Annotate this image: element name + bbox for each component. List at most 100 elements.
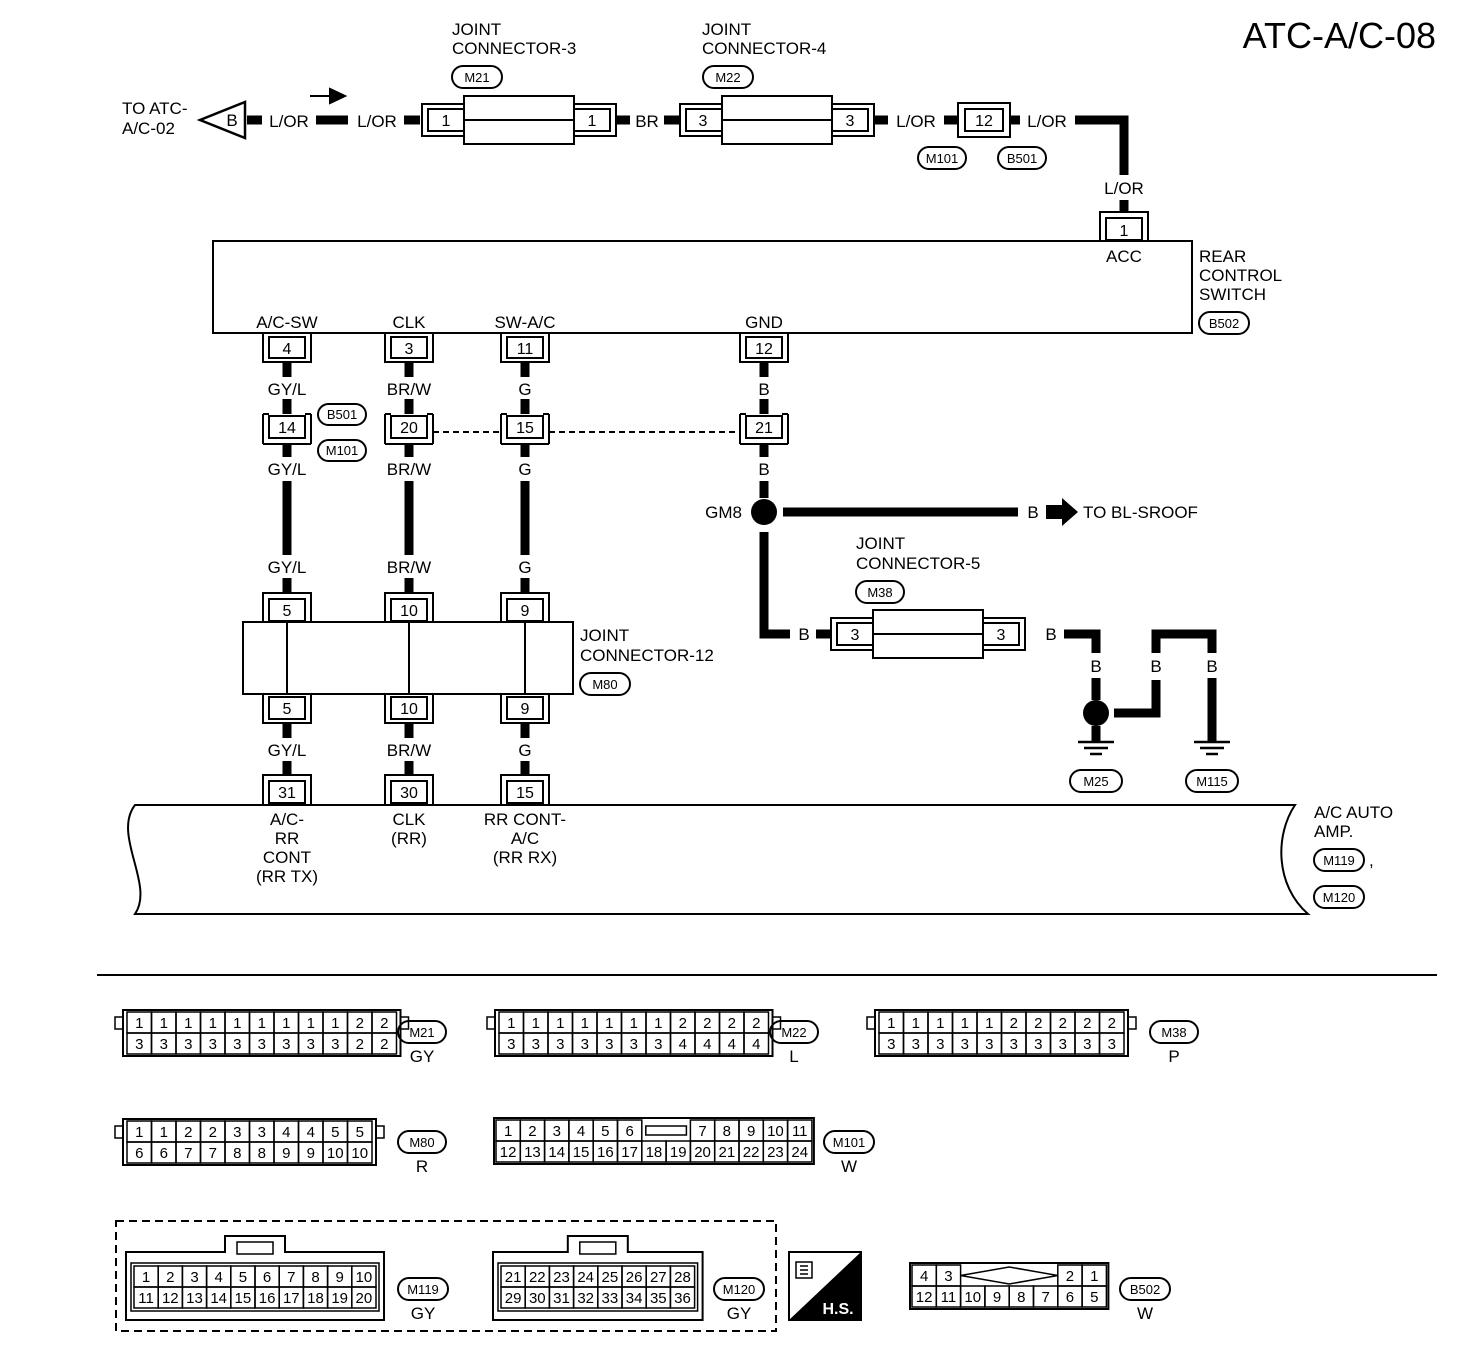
wire-color-lor: L/OR bbox=[896, 112, 936, 131]
wire-color-b: B bbox=[1206, 657, 1217, 676]
m120-pin-number: 22 bbox=[529, 1269, 546, 1286]
m22-pin-number: 2 bbox=[703, 1015, 711, 1032]
b502-pin-number: 12 bbox=[916, 1289, 933, 1306]
switch-pin: 3 bbox=[405, 341, 414, 358]
m22-face-tab bbox=[486, 1016, 496, 1030]
m80-pin-number: 7 bbox=[184, 1145, 192, 1162]
m38-face-color: P bbox=[1168, 1047, 1179, 1066]
jc12-to-amp-wires bbox=[282, 723, 530, 775]
m120-pin-number: 21 bbox=[505, 1269, 522, 1286]
m21-pin-number: 3 bbox=[233, 1036, 241, 1053]
jc4-tag-oval bbox=[702, 65, 754, 89]
jc12-name-line1: JOINT bbox=[580, 626, 629, 645]
m22-tag-oval bbox=[769, 1020, 819, 1044]
switch-to-harness-wires bbox=[282, 362, 769, 414]
to-atc-letter: B bbox=[226, 111, 237, 130]
m22-face-color: L bbox=[789, 1047, 798, 1066]
m101-tag-oval bbox=[823, 1130, 875, 1154]
ground-symbols bbox=[1078, 740, 1230, 756]
m21-face-outline bbox=[122, 1009, 402, 1057]
m101-cell bbox=[786, 1140, 813, 1163]
jc12-top-terminals bbox=[262, 592, 550, 622]
amp-pin: 30 bbox=[400, 785, 418, 802]
amp-term1-line1: A/C- bbox=[270, 810, 304, 829]
wire-color-brw: BR/W bbox=[387, 558, 431, 577]
m119-face-color: GY bbox=[411, 1304, 436, 1323]
m119-pin-number: 14 bbox=[210, 1290, 227, 1307]
harness-connectors bbox=[262, 413, 789, 445]
m120-face-housing bbox=[492, 1235, 704, 1321]
m38-tag-oval bbox=[1149, 1020, 1199, 1044]
wire-color-b: B bbox=[1045, 625, 1056, 644]
amp-name-line2: AMP. bbox=[1314, 822, 1353, 841]
wire-color-lor: L/OR bbox=[269, 112, 309, 131]
m21-pin-number: 3 bbox=[282, 1036, 290, 1053]
m101-pin-number: 12 bbox=[500, 1144, 517, 1161]
m38-pin-number: 3 bbox=[1108, 1036, 1116, 1053]
m22-pin-number: 3 bbox=[532, 1036, 540, 1053]
m120-pin-number: 32 bbox=[577, 1290, 594, 1307]
amp-term1-line4: (RR TX) bbox=[256, 867, 318, 886]
wire-color-br: BR bbox=[635, 112, 659, 131]
m21-pin-number: 3 bbox=[307, 1036, 315, 1053]
amp-term1-line2: RR bbox=[275, 829, 300, 848]
harness-tag-m-oval bbox=[317, 439, 367, 462]
m80-pin-number: 1 bbox=[135, 1124, 143, 1141]
m38-pin-number: 3 bbox=[1083, 1036, 1091, 1053]
m38-face-outline bbox=[874, 1009, 1129, 1057]
amp-term2-line1: CLK bbox=[392, 810, 426, 829]
m120-pin-number: 23 bbox=[553, 1269, 570, 1286]
m80-face-outline bbox=[122, 1118, 377, 1166]
jc4-name-line2: CONNECTOR-4 bbox=[702, 39, 826, 58]
b502-pin-number: 8 bbox=[1017, 1289, 1025, 1306]
jc4-pin-right: 3 bbox=[846, 113, 855, 130]
m80-face-tab bbox=[375, 1125, 385, 1139]
m120-pin-number: 31 bbox=[553, 1290, 570, 1307]
jc12-bottom-pin: 10 bbox=[400, 701, 418, 718]
m80-pin-number: 3 bbox=[233, 1124, 241, 1141]
jc12-name-line2: CONNECTOR-12 bbox=[580, 646, 714, 665]
jc3-body bbox=[421, 95, 617, 145]
wire-color-gyl: GY/L bbox=[268, 460, 307, 479]
ground1-tag: M25 bbox=[1083, 774, 1108, 789]
signal-direction-arrow-icon bbox=[310, 87, 348, 105]
m38-pin-number: 3 bbox=[985, 1036, 993, 1053]
switch-terminal-label-clk: CLK bbox=[392, 313, 426, 332]
to-bl-sroof-arrow-icon bbox=[1046, 498, 1078, 526]
m21-pin-number: 1 bbox=[209, 1015, 217, 1032]
jc12-tag: M80 bbox=[592, 677, 617, 692]
m22-pin-number: 1 bbox=[630, 1015, 638, 1032]
harness-tag-m: M101 bbox=[326, 443, 359, 458]
m21-pin-number: 1 bbox=[258, 1015, 266, 1032]
b502-pin-number: 3 bbox=[944, 1268, 952, 1285]
b502-pin-number: 10 bbox=[964, 1289, 981, 1306]
m119-pin-number: 13 bbox=[186, 1290, 203, 1307]
m21-tag-oval bbox=[397, 1020, 447, 1044]
m80-pin-number: 5 bbox=[331, 1124, 339, 1141]
m22-pin-number: 3 bbox=[654, 1036, 662, 1053]
m21-face-color: GY bbox=[410, 1047, 435, 1066]
amp-term3-line2: A/C bbox=[511, 829, 539, 848]
m119-pin-number: 6 bbox=[263, 1269, 271, 1286]
m22-pin-number: 2 bbox=[679, 1015, 687, 1032]
m120-pin-number: 27 bbox=[650, 1269, 667, 1286]
m119-pin-number: 1 bbox=[142, 1269, 150, 1286]
m119-face-tag: M119 bbox=[407, 1282, 439, 1297]
m21-pin-number: 2 bbox=[380, 1036, 388, 1053]
m80-face-color: R bbox=[416, 1157, 428, 1176]
m119-pin-number: 3 bbox=[190, 1269, 198, 1286]
m120-pin-number: 25 bbox=[602, 1269, 619, 1286]
m80-pin-number: 6 bbox=[160, 1145, 168, 1162]
jc5-pin-right: 3 bbox=[997, 627, 1006, 644]
m101-pin-number: 10 bbox=[767, 1123, 784, 1140]
m80-face-tag: M80 bbox=[409, 1135, 434, 1150]
m22-pin-number: 4 bbox=[752, 1036, 760, 1053]
ground-branch-wires bbox=[759, 507, 1217, 742]
inline-tag-b: B501 bbox=[1007, 151, 1037, 166]
m80-pin-number: 9 bbox=[282, 1145, 290, 1162]
m119-pin-number: 11 bbox=[138, 1290, 154, 1307]
amp-tag1: M119 bbox=[1323, 853, 1355, 868]
m101-pin-number: 19 bbox=[670, 1144, 687, 1161]
ground-splice-dot bbox=[1083, 700, 1109, 726]
